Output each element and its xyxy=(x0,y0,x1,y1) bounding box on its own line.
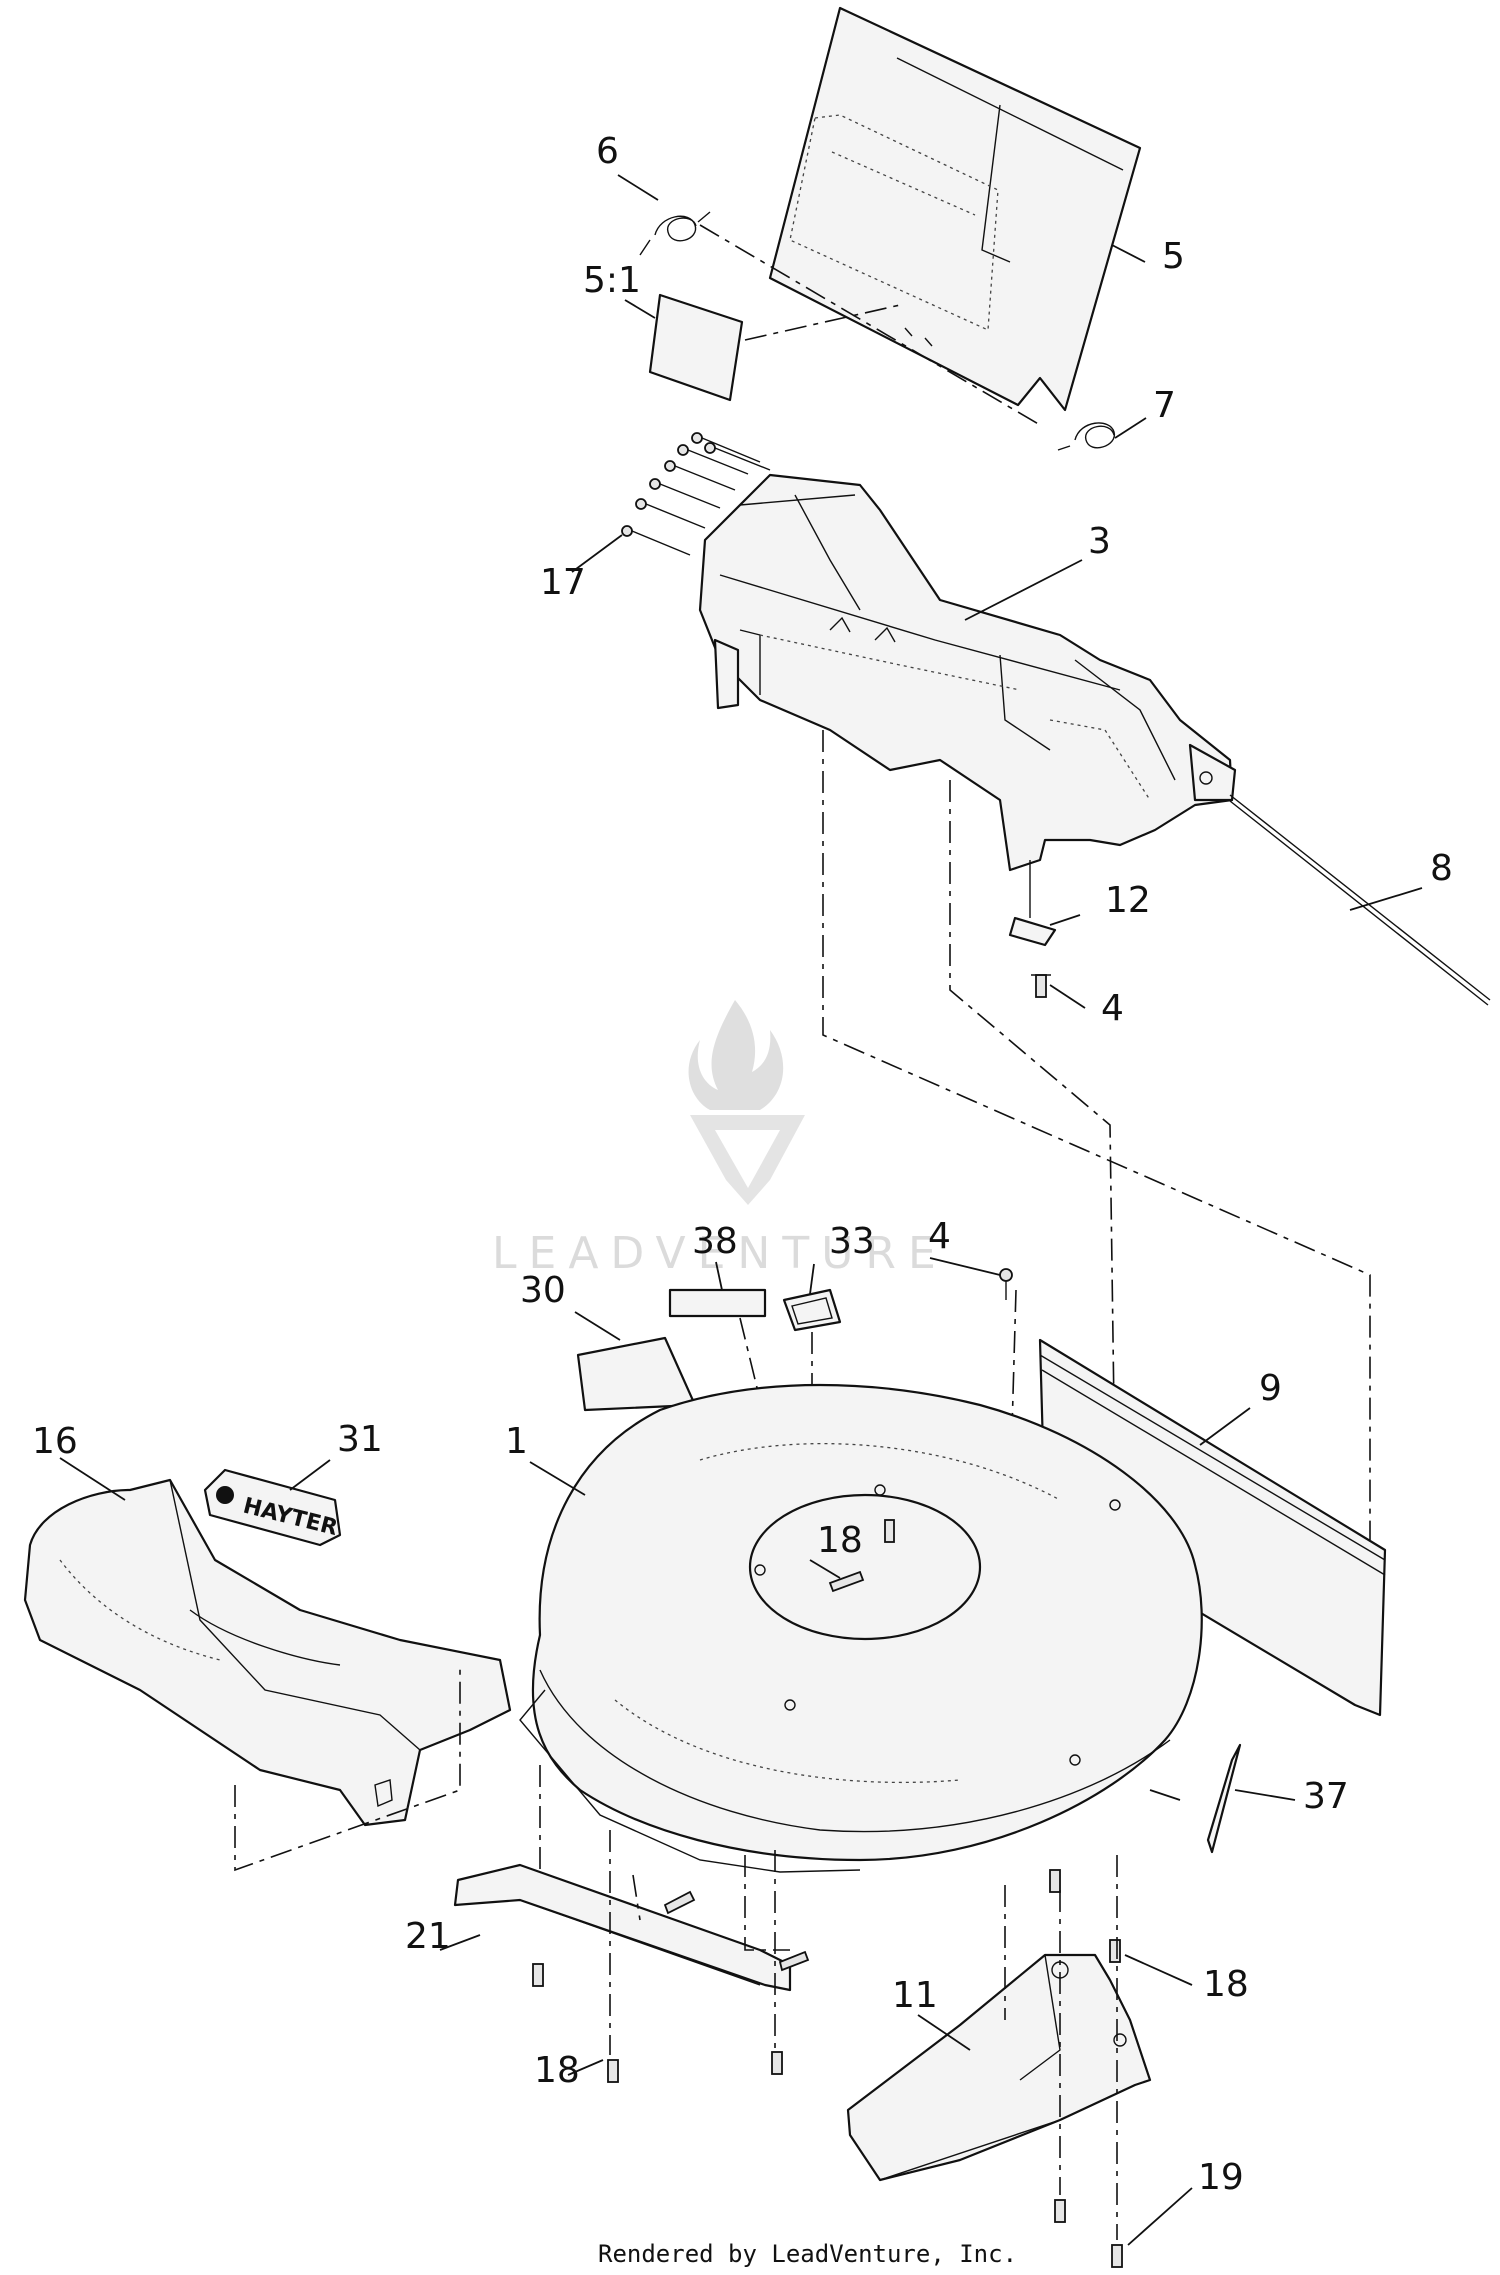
leadventure-v-logo-icon xyxy=(690,1115,805,1205)
callout-18: 18 xyxy=(534,2050,580,2091)
callout-8: 8 xyxy=(1430,848,1453,889)
callout-38: 38 xyxy=(692,1221,738,1262)
callout-30: 30 xyxy=(520,1270,566,1311)
callout-37: 37 xyxy=(1303,1776,1349,1817)
callout-18: 18 xyxy=(817,1520,863,1561)
callout-16: 16 xyxy=(32,1421,78,1462)
hayter-logo-icon xyxy=(216,1486,234,1504)
part-18-bolt-deck xyxy=(828,1519,895,1593)
callout-1: 1 xyxy=(505,1421,528,1462)
part-5-1-pad xyxy=(648,293,744,402)
watermark: LEADVENTURE xyxy=(492,1000,948,1279)
callout-33: 33 xyxy=(829,1221,875,1262)
callout-17: 17 xyxy=(540,562,586,603)
axis-line-flap xyxy=(699,224,1041,426)
assembly-line-a xyxy=(822,730,1371,1540)
part-16-rear-housing xyxy=(23,1478,512,1827)
part-21-baffle xyxy=(453,1863,792,1992)
part-4-bolt-upper xyxy=(1031,974,1051,998)
callout-3: 3 xyxy=(1088,521,1111,562)
part-30-flap xyxy=(576,1336,697,1412)
callout-12: 12 xyxy=(1105,880,1151,921)
part-38-decal xyxy=(668,1288,767,1318)
part-1-deck xyxy=(519,1383,1203,1873)
part-8-rod xyxy=(1229,794,1491,1006)
callout-4: 4 xyxy=(928,1216,951,1257)
part-6-spring xyxy=(639,211,711,256)
callout-31: 31 xyxy=(337,1419,383,1460)
part-5-flap xyxy=(768,6,1142,412)
assembly-line-38 xyxy=(739,1317,761,1401)
part-3-rear-frame xyxy=(698,473,1237,872)
part-17-bolts xyxy=(621,432,771,556)
callout-18: 18 xyxy=(1203,1964,1249,2005)
assembly-lines-rear xyxy=(234,1665,461,1872)
callout-11: 11 xyxy=(892,1975,938,2016)
part-12-bracket xyxy=(1008,860,1057,947)
part-31-logo-badge: HAYTER xyxy=(203,1468,342,1547)
callout-19: 19 xyxy=(1198,2157,1244,2198)
part-7-spring xyxy=(1057,422,1115,451)
callout-21: 21 xyxy=(405,1916,451,1957)
callout-4: 4 xyxy=(1101,988,1124,1029)
callout-6: 6 xyxy=(596,131,619,172)
part-4-bolt-deck xyxy=(999,1268,1013,1300)
watermark-text: LEADVENTURE xyxy=(492,1228,948,1279)
assembly-lines-front xyxy=(539,1765,790,2055)
part-37-label xyxy=(1206,1743,1242,1854)
axis-line-pad xyxy=(744,304,901,341)
callout-labels: 6 5 5:1 7 3 17 8 12 4 38 33 4 30 9 16 31 1 18 37 21 18 11 18 19 xyxy=(32,131,1453,2198)
part-33-plate xyxy=(782,1288,842,1332)
callout-5-1: 5:1 xyxy=(583,260,641,301)
leadventure-flame-logo-icon xyxy=(688,1000,784,1110)
callout-9: 9 xyxy=(1259,1368,1282,1409)
footer-credit: Rendered by LeadVenture, Inc. xyxy=(598,2240,1017,2268)
leader-lines xyxy=(59,174,1423,2246)
callout-5: 5 xyxy=(1162,236,1185,277)
assembly-lines-shroud xyxy=(1004,1855,1118,2240)
part-18-bolts-rear xyxy=(1049,1869,1121,1963)
callout-7: 7 xyxy=(1153,385,1176,426)
part-19-bolts xyxy=(1054,2199,1123,2268)
part-18-bolts-front xyxy=(532,1890,810,2083)
